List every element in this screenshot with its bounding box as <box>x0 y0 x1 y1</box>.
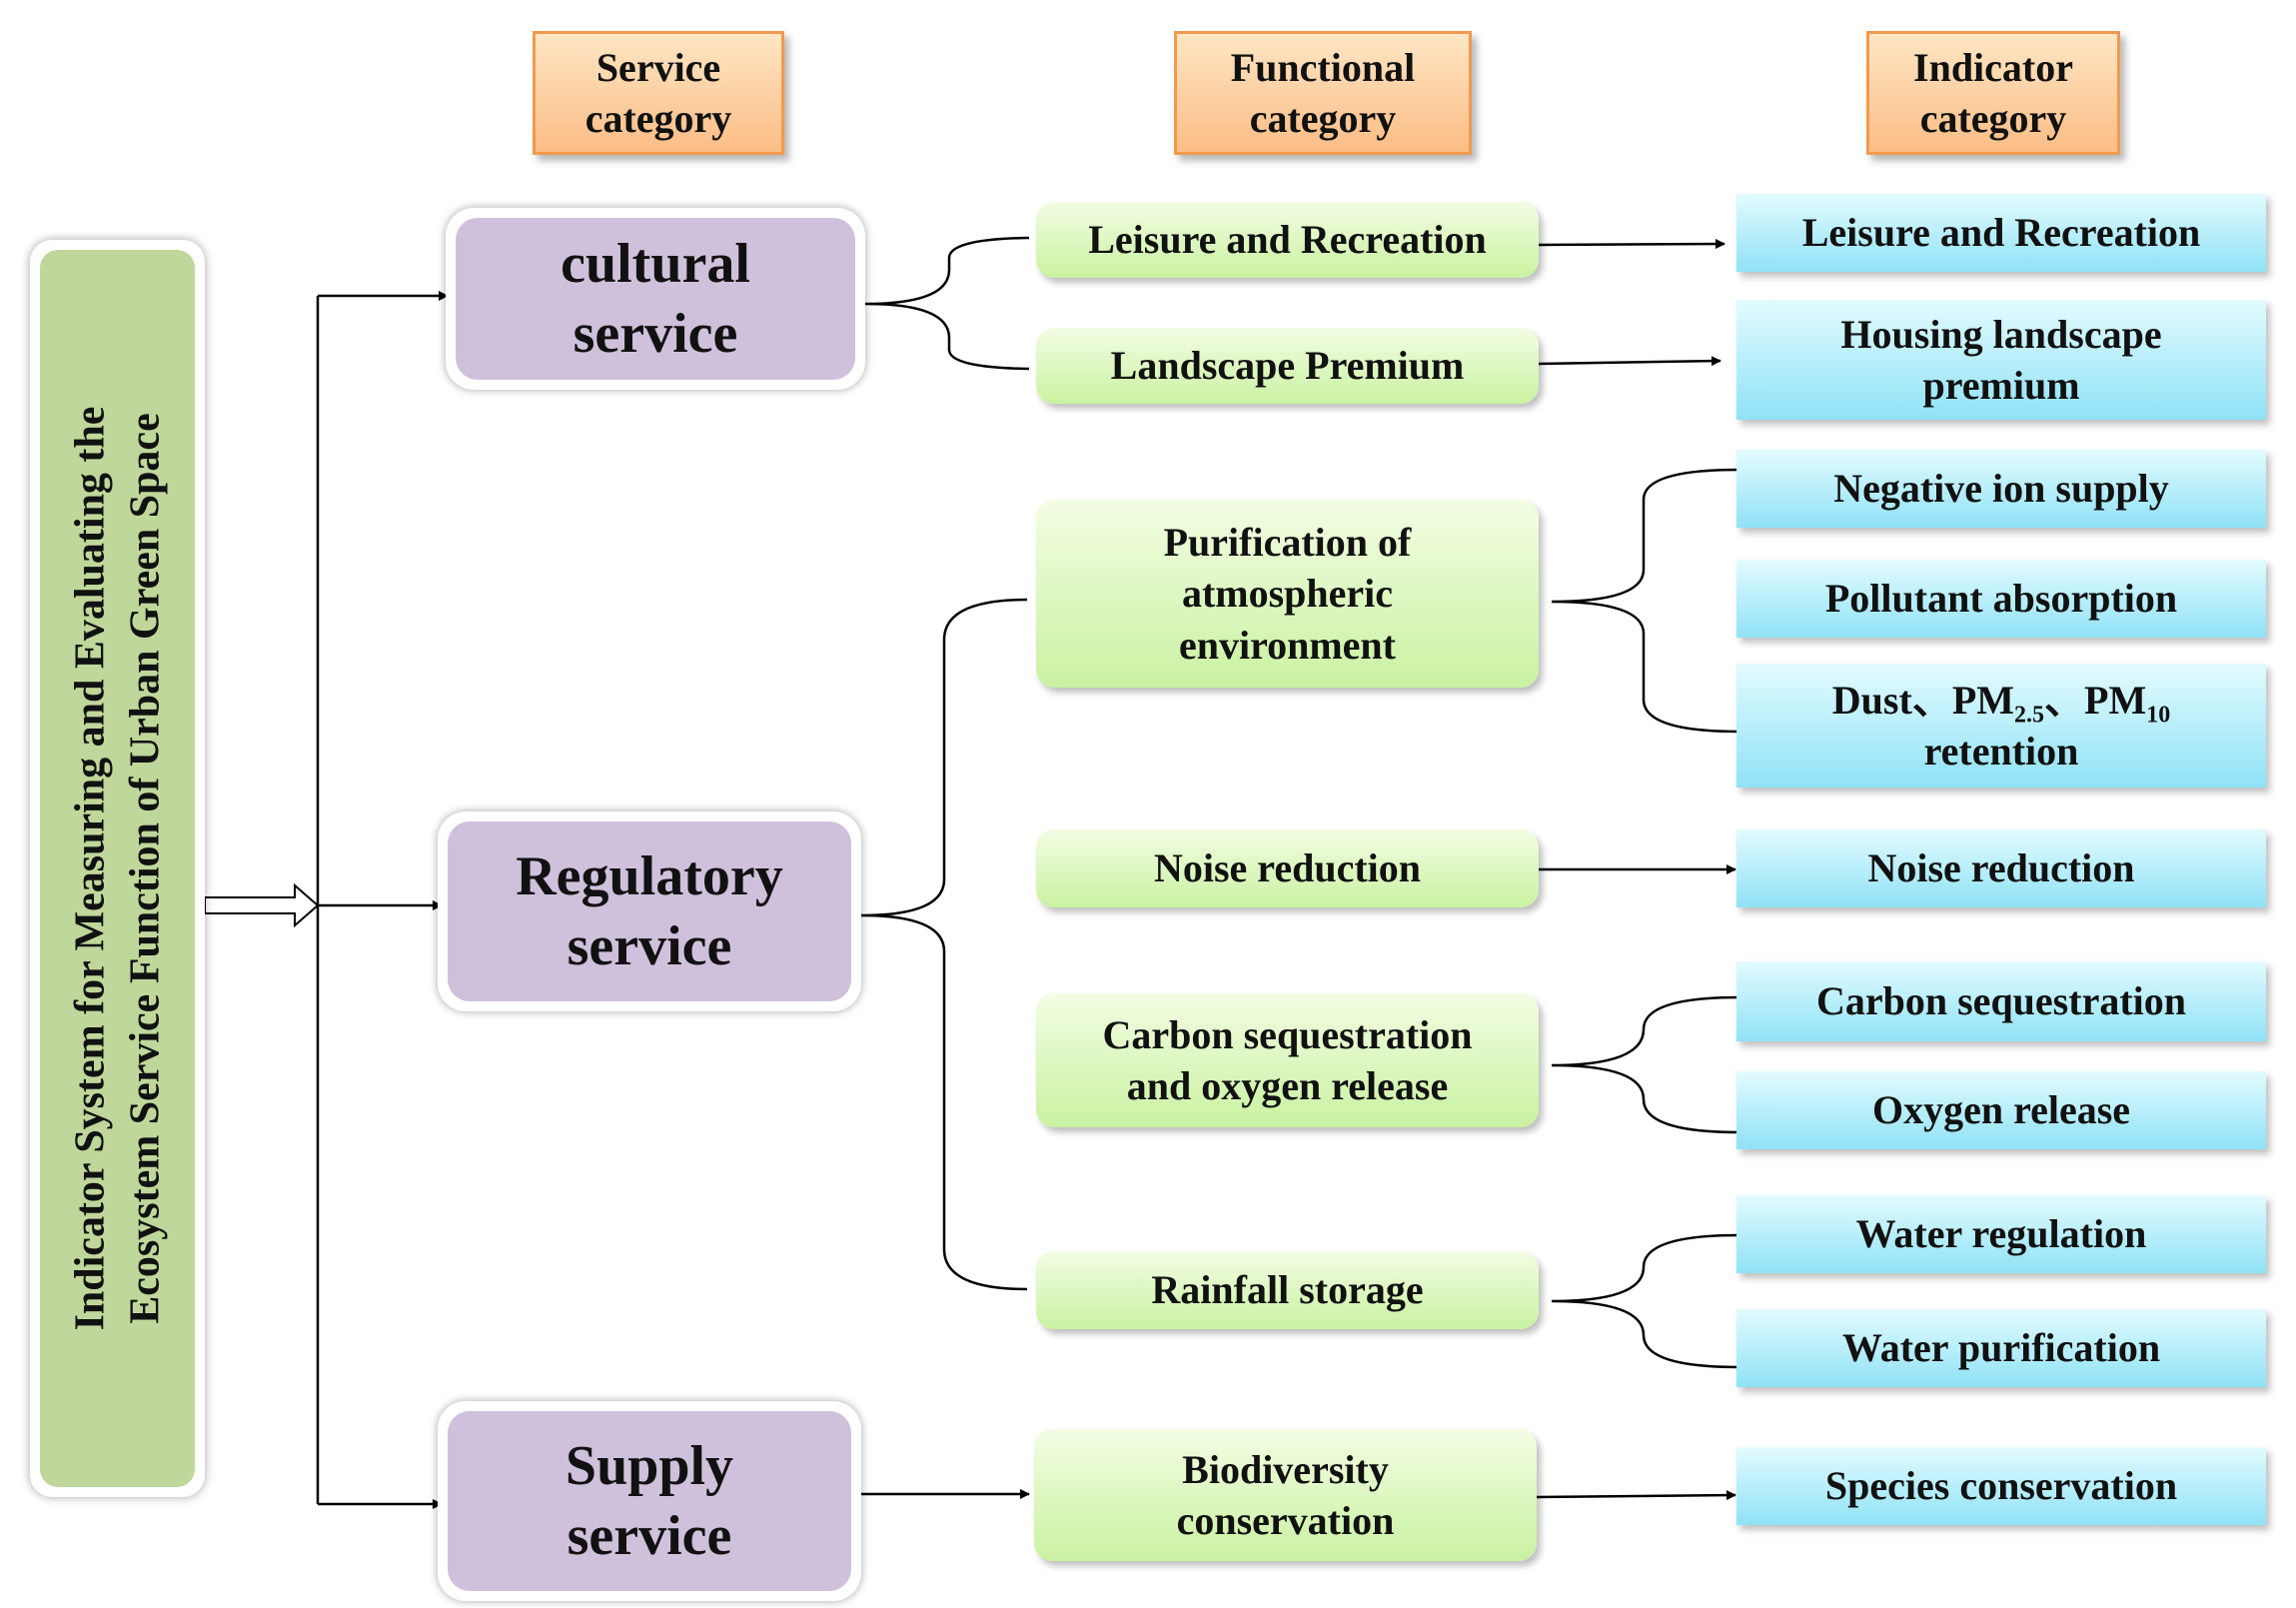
indicator-water-purification: Water purification <box>1736 1309 2266 1387</box>
hollow-arrow <box>204 882 320 928</box>
function-rainfall: Rainfall storage <box>1036 1251 1539 1329</box>
service-cultural: cultural service <box>456 218 855 380</box>
indicator-housing: Housing landscape premium <box>1736 300 2266 420</box>
service-supply-frame: Supply service <box>438 1401 861 1601</box>
header-functional-category: Functional category <box>1174 31 1472 155</box>
header-service-category: Service category <box>533 31 784 155</box>
header-functional-label: Functional category <box>1230 44 1416 141</box>
header-service-label: Service category <box>584 44 732 141</box>
arrow-bio-ind <box>1536 1490 1736 1501</box>
indicator-dust-line1: Dust、PM2.5、PM10 <box>1831 675 2171 729</box>
indicator-dust: Dust、PM2.5、PM10 retention <box>1736 664 2266 788</box>
service-supply: Supply service <box>448 1411 851 1591</box>
header-indicator-category: Indicator category <box>1866 31 2120 155</box>
arrow-leisure-ind <box>1538 239 1725 250</box>
brace-purification <box>1551 468 1739 734</box>
function-carbon: Carbon sequestration and oxygen release <box>1036 993 1539 1127</box>
dust-separator: 、PM <box>2044 677 2147 723</box>
indicator-dust-line2: retention <box>1923 729 2079 774</box>
service-regulatory: Regulatory service <box>448 821 851 1001</box>
function-biodiversity: Biodiversity conservation <box>1034 1429 1537 1561</box>
brace-carbon <box>1551 995 1739 1134</box>
dust-prefix: Dust、PM <box>1831 677 2015 723</box>
service-cultural-frame: cultural service <box>446 208 865 390</box>
function-purification: Purification of atmospheric environment <box>1036 500 1539 688</box>
indicator-noise: Noise reduction <box>1736 829 2266 907</box>
indicator-oxygen: Oxygen release <box>1736 1071 2266 1149</box>
indicator-pollutant: Pollutant absorption <box>1736 560 2266 638</box>
indicator-leisure: Leisure and Recreation <box>1736 194 2266 272</box>
service-regulatory-frame: Regulatory service <box>438 811 861 1011</box>
pm10-subscript: 10 <box>2146 702 2171 729</box>
function-landscape: Landscape Premium <box>1036 328 1539 404</box>
brace-cultural <box>864 236 1030 371</box>
pm25-subscript: 2.5 <box>2014 702 2045 729</box>
indicator-water-regulation: Water regulation <box>1736 1195 2266 1273</box>
header-indicator-label: Indicator category <box>1913 44 2073 141</box>
function-noise: Noise reduction <box>1036 829 1539 907</box>
title-text: Indicator System for Measuring and Evalu… <box>66 406 168 1331</box>
indicator-species: Species conservation <box>1736 1447 2266 1525</box>
function-leisure: Leisure and Recreation <box>1036 202 1539 278</box>
arrow-landscape-ind <box>1538 356 1722 367</box>
title-frame: Indicator System for Measuring and Evalu… <box>30 240 205 1497</box>
brace-rainfall <box>1551 1233 1739 1369</box>
brace-regulatory <box>860 598 1028 1291</box>
indicator-negative-ion: Negative ion supply <box>1736 450 2266 528</box>
indicator-carbon: Carbon sequestration <box>1736 961 2266 1041</box>
title-box: Indicator System for Measuring and Evalu… <box>40 250 195 1487</box>
